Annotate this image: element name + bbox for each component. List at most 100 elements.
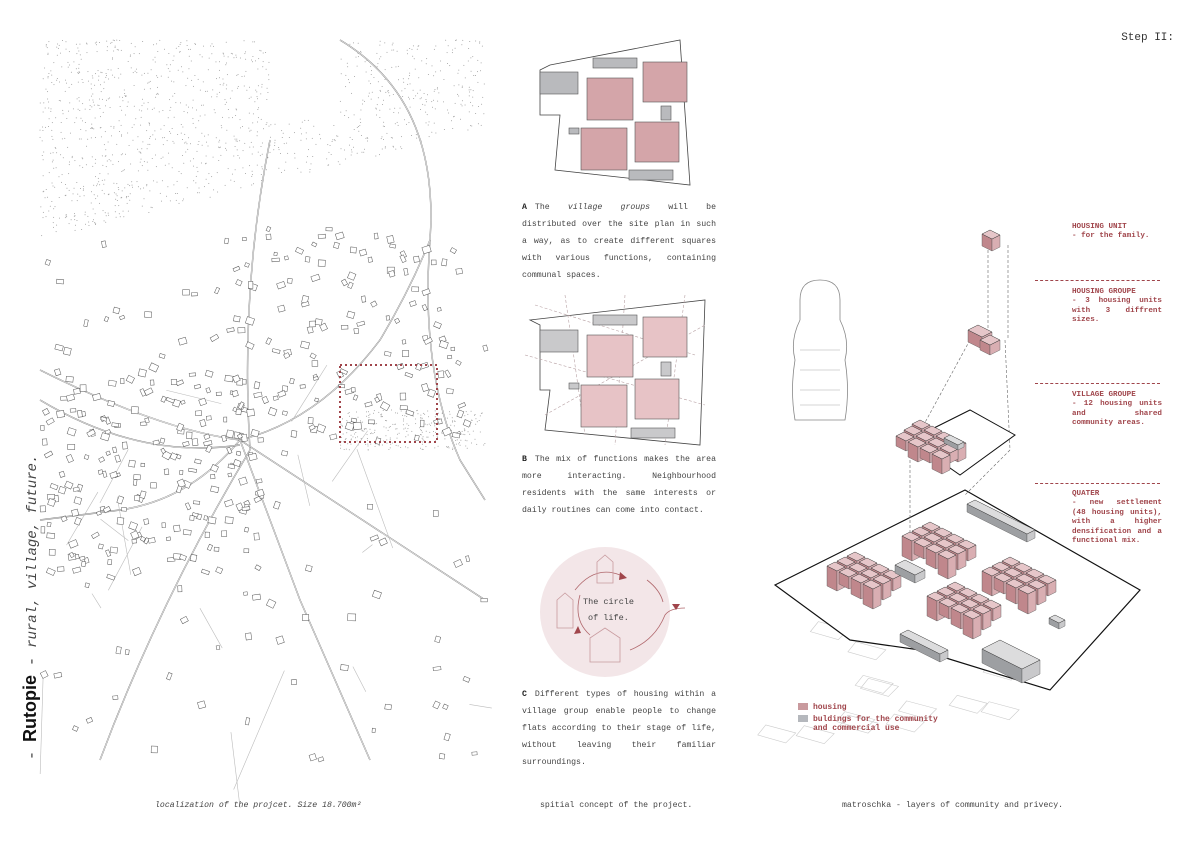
forest-dot xyxy=(112,57,114,59)
forest-dot xyxy=(211,96,213,98)
forest-dot xyxy=(75,43,77,45)
forest-dot xyxy=(375,108,377,110)
forest-dot xyxy=(40,206,42,208)
building xyxy=(182,529,192,536)
building xyxy=(98,456,105,463)
forest-dot xyxy=(261,166,263,168)
forest-dot xyxy=(398,79,400,81)
building xyxy=(265,226,272,233)
forest-dot xyxy=(395,444,397,446)
forest-dot xyxy=(441,432,443,434)
forest-dot xyxy=(469,433,471,435)
forest-dot xyxy=(212,156,214,158)
forest-dot xyxy=(95,158,97,160)
forest-dot xyxy=(437,445,439,447)
forest-dot xyxy=(166,64,168,66)
forest-dot xyxy=(87,71,89,73)
forest-dot xyxy=(169,64,171,66)
legend-label: buldings for the community and commercia… xyxy=(813,715,938,733)
forest-dot xyxy=(402,415,404,417)
forest-dot xyxy=(122,153,124,155)
forest-dot xyxy=(457,72,459,74)
building xyxy=(225,429,235,439)
forest-dot xyxy=(169,131,171,133)
forest-dot xyxy=(176,180,178,182)
forest-dot xyxy=(59,100,61,102)
forest-dot xyxy=(377,81,379,83)
forest-dot xyxy=(391,442,393,444)
forest-dot xyxy=(433,90,435,92)
field-line xyxy=(199,608,223,649)
forest-dot xyxy=(415,95,417,97)
forest-dot xyxy=(64,217,66,219)
forest-dot xyxy=(262,128,264,130)
building xyxy=(301,301,310,308)
forest-dot xyxy=(388,448,390,450)
forest-dot xyxy=(58,176,60,178)
building xyxy=(344,421,355,431)
forest-dot xyxy=(115,193,117,195)
forest-dot xyxy=(416,137,418,139)
forest-dot xyxy=(51,74,53,76)
forest-dot xyxy=(367,443,369,445)
forest-dot xyxy=(93,128,95,130)
layer-divider xyxy=(1035,280,1160,281)
forest-dot xyxy=(82,166,84,168)
building-top xyxy=(1003,567,1023,578)
forest-dot xyxy=(120,197,122,199)
building-top xyxy=(895,431,915,442)
forest-dot xyxy=(409,106,411,108)
forest-dot xyxy=(379,40,381,42)
forest-dot xyxy=(95,222,97,224)
forest-dot xyxy=(52,152,54,154)
forest-dot xyxy=(187,148,189,150)
road-center xyxy=(339,39,486,501)
forest-dot xyxy=(89,109,91,111)
building xyxy=(245,316,255,326)
forest-dot xyxy=(219,77,221,79)
forest-dot xyxy=(237,154,239,156)
building xyxy=(482,344,489,352)
forest-dot xyxy=(366,411,368,413)
building xyxy=(132,566,142,577)
forest-dot xyxy=(376,423,378,425)
forest-dot xyxy=(206,141,208,143)
forest-dot xyxy=(120,124,122,126)
forest-dot xyxy=(347,79,349,81)
forest-dot xyxy=(434,425,436,427)
forest-dot xyxy=(391,44,393,46)
forest-dot xyxy=(53,84,55,86)
forest-dot xyxy=(197,78,199,80)
forest-dot xyxy=(432,435,434,437)
forest-dot xyxy=(90,88,92,90)
forest-dot xyxy=(346,420,348,422)
forest-dot xyxy=(191,79,193,81)
forest-dot xyxy=(254,41,256,43)
forest-dot xyxy=(196,166,198,168)
forest-dot xyxy=(342,441,344,443)
forest-dot xyxy=(461,100,463,102)
forest-dot xyxy=(479,42,481,44)
building-top xyxy=(960,598,980,609)
forest-dot xyxy=(376,436,378,438)
forest-dot xyxy=(260,93,262,95)
building xyxy=(232,374,241,383)
forest-dot xyxy=(60,121,62,123)
forest-dot xyxy=(58,81,60,83)
forest-dot xyxy=(458,443,460,445)
forest-dot xyxy=(108,78,110,80)
forest-dot xyxy=(381,444,383,446)
forest-dot xyxy=(274,144,276,146)
forest-dot xyxy=(420,429,422,431)
building xyxy=(140,421,148,426)
forest-dot xyxy=(391,409,393,411)
forest-dot xyxy=(266,98,268,100)
forest-dot xyxy=(104,179,106,181)
forest-dot xyxy=(65,215,67,217)
forest-dot xyxy=(366,137,368,139)
forest-dot xyxy=(260,174,262,176)
forest-dot xyxy=(294,152,296,154)
forest-dot xyxy=(251,174,253,176)
forest-dot xyxy=(346,432,348,434)
building-top xyxy=(935,538,955,549)
